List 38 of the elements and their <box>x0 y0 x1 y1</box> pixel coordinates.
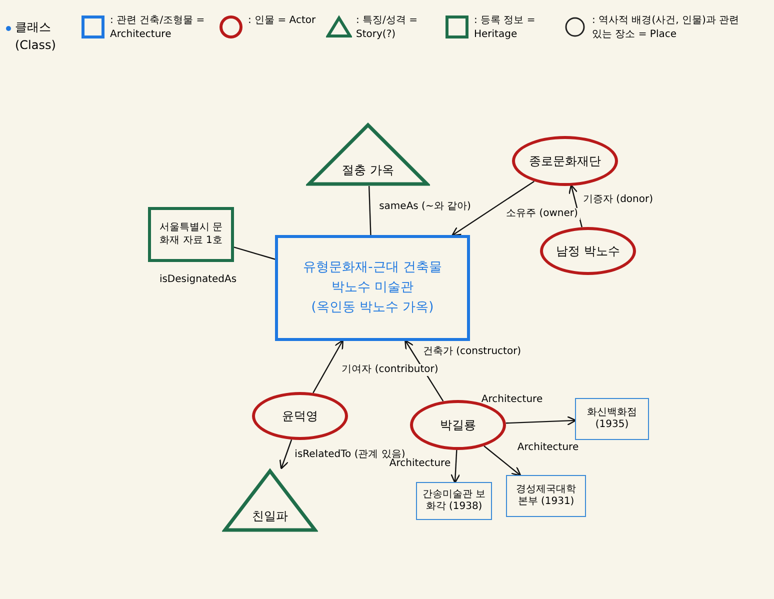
arrow <box>506 416 576 426</box>
node-text: 서울특별시 문화재 자료 1호 <box>158 222 224 247</box>
node-text: 종로문화재단 <box>528 154 602 168</box>
arrow <box>312 340 344 394</box>
edge-label: sameAs (~와 같아) <box>377 201 473 213</box>
node-text: 박길룡 <box>439 418 477 432</box>
triangle-node <box>306 122 430 186</box>
node-text: (옥인동 박노수 가옥) <box>310 300 435 316</box>
node-text: 절충 가옥 <box>341 163 395 178</box>
node-text: 화신백화점 (1935) <box>586 406 638 432</box>
node-text: 남정 박노수 <box>555 244 621 258</box>
architecture-box <box>275 235 470 341</box>
edge-label: isDesignatedAs <box>157 274 239 286</box>
node-text: 유형문화재-근대 건축물 <box>302 260 443 276</box>
class-label: 클래스 (Class) <box>15 19 57 54</box>
node-text: 박노수 미술관 <box>330 280 415 296</box>
edge-label: 건축가 (constructor) <box>420 346 524 358</box>
edge-label: 기여자 (contributor) <box>340 364 440 376</box>
node-text: 경성제국대학 본부 (1931) <box>515 484 577 508</box>
legend-text: : 등록 정보 = Heritage <box>474 14 536 42</box>
architecture-box <box>575 398 649 440</box>
heritage-box <box>148 207 234 262</box>
node-text: 간송미술관 보화각 (1938) <box>421 488 487 514</box>
node-text: 윤덕영 <box>281 408 319 424</box>
edge-label: 소유주 (owner) <box>504 208 580 220</box>
legend-text: : 특징/성격 = Story(?) <box>356 14 418 42</box>
architecture-box <box>416 482 492 520</box>
legend-text: : 인물 = Actor <box>248 14 317 28</box>
legend-text: : 관련 건축/조형물 = Architecture <box>110 14 206 42</box>
arrow <box>452 180 534 236</box>
arrow <box>450 450 460 484</box>
arrow <box>279 439 292 470</box>
architecture-box <box>506 475 586 517</box>
node-text: 친일파 <box>251 509 289 524</box>
edge-label: 기증자 (donor) <box>581 194 655 206</box>
arrow <box>484 446 522 476</box>
triangle-node <box>222 468 318 532</box>
legend-text: : 역사적 배경(사건, 인물)과 관련 있는 장소 = Place <box>592 14 740 42</box>
